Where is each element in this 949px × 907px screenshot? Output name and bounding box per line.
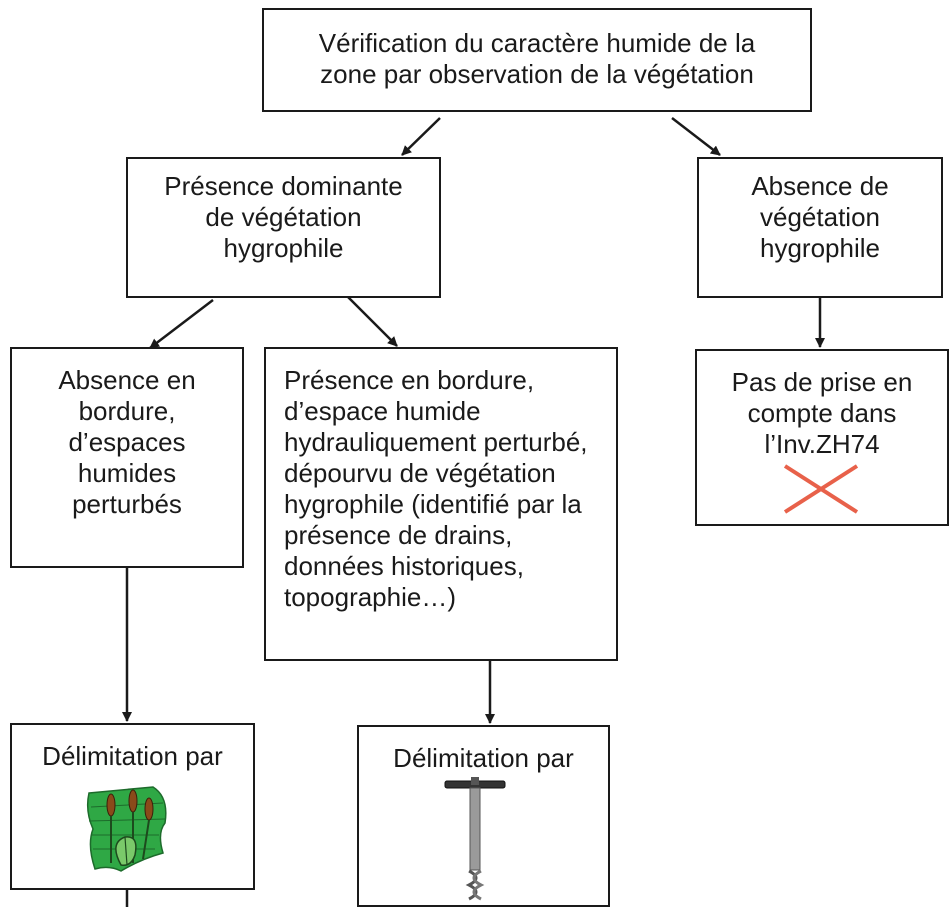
absence-bordure-text: Absence en bordure, d’espaces humides pe…	[58, 365, 196, 519]
delim-sol-box: Délimitation par	[357, 725, 610, 907]
delim-sol-text: Délimitation par	[393, 743, 574, 773]
absence-text: Absence de végétation hygrophile	[751, 171, 889, 263]
absence-bordure-box: Absence en bordure, d’espaces humides pe…	[10, 347, 244, 568]
cross-icon	[783, 464, 859, 514]
absence-box: Absence de végétation hygrophile	[697, 157, 943, 298]
presence-bordure-text: Présence en bordure, d’espace humide hyd…	[284, 365, 588, 612]
presence-box: Présence dominante de végétation hygroph…	[126, 157, 441, 298]
root-text: Vérification du caractère humide de la z…	[318, 28, 756, 89]
arrow-presence-to-presence-bordure	[347, 296, 398, 347]
vegetation-plot-icon	[86, 786, 167, 872]
arrow-root-to-presence	[401, 117, 441, 156]
delim-veg-box: Délimitation par	[10, 723, 255, 890]
delim-veg-text: Délimitation par	[42, 741, 223, 771]
pas-de-prise-text: Pas de prise en compte dans l’Inv.ZH74	[731, 367, 913, 459]
presence-bordure-box: Présence en bordure, d’espace humide hyd…	[264, 347, 618, 661]
presence-text: Présence dominante de végétation hygroph…	[164, 171, 403, 263]
arrow-presence-to-absence-bordure	[149, 299, 214, 349]
root-box: Vérification du caractère humide de la z…	[262, 8, 812, 112]
arrow-root-to-absence	[671, 117, 721, 156]
soil-auger-icon	[444, 777, 506, 901]
pas-de-prise-box: Pas de prise en compte dans l’Inv.ZH74	[695, 349, 949, 526]
